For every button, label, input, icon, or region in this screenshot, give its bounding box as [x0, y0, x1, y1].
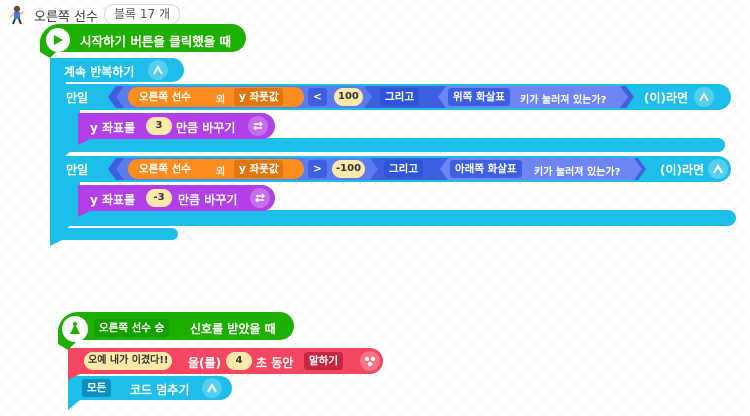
change-y-suffix: 만큼 바꾸기: [176, 121, 236, 135]
key-pressed-label: 키가 눌러져 있는가?: [520, 95, 607, 106]
property-dropdown[interactable]: y 좌푯값: [234, 160, 284, 178]
and-dropdown[interactable]: 그리고: [384, 160, 423, 178]
of-text: 의: [216, 167, 226, 178]
if-block-1[interactable]: 만일 오른쪽 선수 의 y 좌푯값 < 100 그리고 위쪽 화살표 키가 눌러…: [62, 84, 732, 110]
change-y-value[interactable]: 3: [146, 117, 172, 135]
if-block-2[interactable]: 만일 오른쪽 선수 의 y 좌푯값 > -100 그리고 아래쪽 화살표 키가 …: [62, 156, 732, 182]
stop-code-block[interactable]: 모든 코드 멈추기: [68, 376, 232, 400]
if-suffix: (이)라면: [660, 163, 705, 177]
object-dropdown[interactable]: 오른쪽 선수: [134, 88, 196, 106]
say-seconds-input[interactable]: 4: [226, 352, 252, 370]
property-dropdown[interactable]: y 좌푯값: [234, 88, 284, 106]
and-dropdown[interactable]: 그리고: [380, 88, 419, 106]
flow-block-icon: [202, 378, 222, 398]
loop-block-icon: [148, 60, 168, 80]
if-prefix: 만일: [66, 91, 89, 105]
change-y-suffix: 만큼 바꾸기: [178, 193, 238, 207]
if-prefix: 만일: [66, 163, 89, 177]
looks-block-icon: [360, 351, 380, 371]
object-dropdown[interactable]: 오른쪽 선수: [134, 160, 196, 178]
start-hat-shape: [40, 23, 246, 59]
say-mode-dropdown[interactable]: 말하기: [304, 352, 343, 370]
if-suffix: (이)라면: [644, 91, 689, 105]
operator-dropdown[interactable]: >: [308, 160, 327, 178]
say-mid-text: 을(를): [188, 356, 222, 370]
say-text-input[interactable]: 오예 내가 이겼다!!: [84, 352, 173, 370]
say-mid2-text: 초 동안: [256, 356, 294, 370]
key-pressed-label: 키가 눌러져 있는가?: [534, 167, 621, 178]
change-y-block2-shape: [78, 185, 275, 217]
of-text: 의: [216, 95, 226, 106]
loop-label: 계속 반복하기: [64, 65, 135, 79]
judge-block-icon: [694, 87, 714, 107]
play-icon: [46, 28, 70, 52]
change-y-label: y 좌표를: [90, 121, 136, 135]
hat-label: 시작하기 버튼을 클릭했을 때: [80, 34, 232, 49]
signal-dropdown[interactable]: 오른쪽 선수 승: [94, 319, 170, 337]
stop-code-label: 코드 멈추기: [130, 383, 190, 397]
sprite-avatar-icon[interactable]: [6, 4, 28, 26]
key-dropdown[interactable]: 위쪽 화살표: [448, 88, 510, 106]
change-y-block-2[interactable]: y 좌표를 -3 만큼 바꾸기: [78, 185, 274, 211]
signal-hat-suffix: 신호를 받았을 때: [190, 322, 276, 336]
compare-value[interactable]: -100: [332, 160, 366, 178]
stop-target-dropdown[interactable]: 모든: [82, 379, 112, 397]
move-block-icon: [250, 188, 270, 208]
change-y-value[interactable]: -3: [146, 189, 172, 207]
change-y-block1-shape: [78, 113, 275, 145]
sprite-name: 오른쪽 선수: [34, 10, 98, 25]
change-y-label: y 좌표를: [90, 193, 136, 207]
say-for-seconds-block[interactable]: 오예 내가 이겼다!! 을(를) 4 초 동안 말하기: [68, 348, 384, 374]
key-dropdown[interactable]: 아래쪽 화살표: [450, 160, 522, 178]
change-y-block-1[interactable]: y 좌표를 3 만큼 바꾸기: [78, 113, 274, 139]
move-block-icon: [248, 116, 268, 136]
judge-block-icon: [708, 159, 728, 179]
operator-dropdown[interactable]: <: [308, 88, 327, 106]
signal-icon: [62, 316, 88, 342]
compare-value[interactable]: 100: [334, 88, 363, 106]
